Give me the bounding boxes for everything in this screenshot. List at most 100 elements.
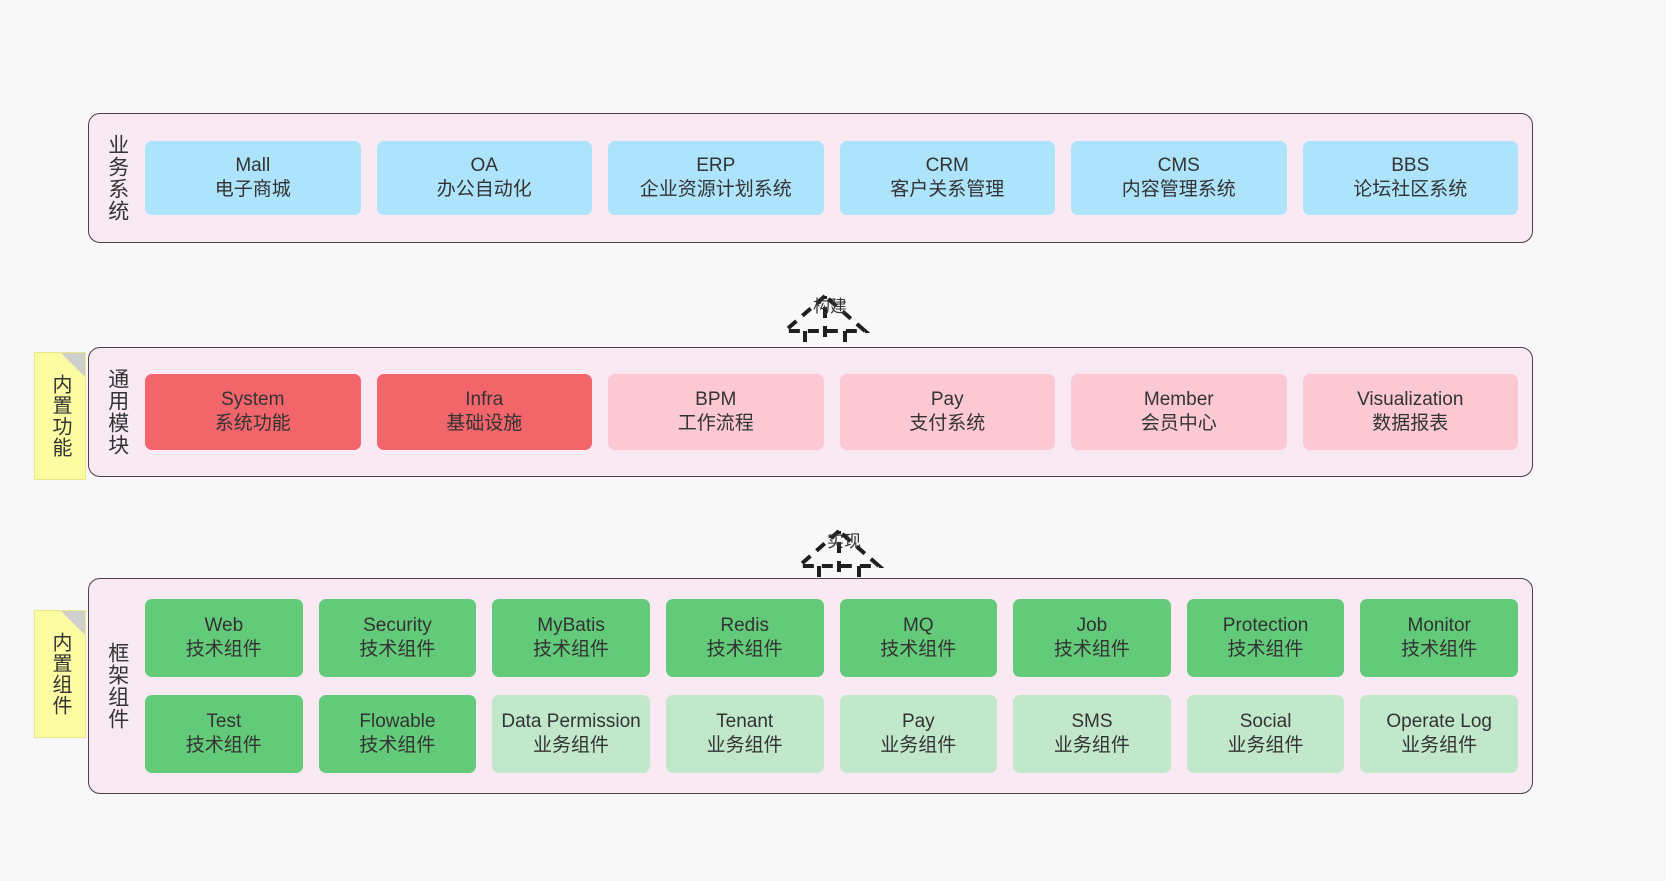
card-title-en: Social	[1239, 710, 1292, 732]
card-flowable[interactable]: Flowable 技术组件	[318, 695, 477, 773]
note-fold-icon	[61, 611, 85, 635]
card-title-en: Visualization	[1357, 388, 1464, 410]
card-title-en: Monitor	[1407, 614, 1471, 636]
card-system[interactable]: System 系统功能	[145, 374, 361, 450]
card-data-permission[interactable]: Data Permission 业务组件	[492, 695, 650, 773]
card-pay-module[interactable]: Pay 支付系统	[839, 374, 1055, 450]
card-title-en: BBS	[1391, 154, 1430, 176]
card-title-cn: 内容管理系统	[1121, 179, 1236, 200]
card-title-cn: 技术组件	[359, 639, 436, 660]
card-oa[interactable]: OA 办公自动化	[376, 141, 592, 215]
card-title-en: BPM	[695, 388, 737, 410]
connector-implement: 实现	[769, 491, 919, 586]
card-redis[interactable]: Redis 技术组件	[665, 599, 824, 677]
card-job[interactable]: Job 技术组件	[1013, 599, 1171, 677]
card-title-en: Protection	[1222, 614, 1309, 636]
card-security[interactable]: Security 技术组件	[318, 599, 477, 677]
note-builtin-functions: 内置功能	[34, 352, 86, 480]
layer-framework-components-body: Web 技术组件 Security 技术组件 MyBatis 技术组件 Redi…	[145, 579, 1532, 793]
card-title-cn: 客户关系管理	[890, 179, 1005, 200]
card-row: Mall 电子商城 OA 办公自动化 ERP 企业资源计划系统 CRM 客户关系…	[145, 141, 1518, 215]
card-title-en: Pay	[901, 710, 935, 732]
card-infra[interactable]: Infra 基础设施	[376, 374, 592, 450]
layer-common-modules-label: 通用模块	[105, 368, 129, 456]
card-title-cn: 数据报表	[1372, 413, 1449, 434]
note-builtin-components-label: 内置组件	[49, 632, 71, 716]
card-pay-component[interactable]: Pay 业务组件	[839, 695, 998, 773]
card-title-cn: 技术组件	[1401, 639, 1478, 660]
card-title-en: Pay	[930, 388, 964, 410]
connector-implement-glyph	[793, 528, 885, 586]
card-bbs[interactable]: BBS 论坛社区系统	[1302, 141, 1518, 215]
card-title-cn: 论坛社区系统	[1353, 179, 1468, 200]
layer-common-modules: 通用模块 System 系统功能 Infra 基础设施 BPM 工作流程 Pay…	[88, 347, 1533, 477]
card-monitor[interactable]: Monitor 技术组件	[1360, 599, 1518, 677]
card-title-cn: 系统功能	[214, 413, 291, 434]
layer-business-systems-label: 业务系统	[105, 134, 129, 222]
card-title-cn: 工作流程	[677, 413, 754, 434]
layer-common-modules-body: System 系统功能 Infra 基础设施 BPM 工作流程 Pay 支付系统…	[145, 348, 1532, 476]
card-title-en: Data Permission	[501, 710, 641, 732]
card-title-cn: 企业资源计划系统	[639, 179, 792, 200]
card-title-en: SMS	[1071, 710, 1113, 732]
card-title-cn: 基础设施	[446, 413, 523, 434]
card-title-en: Job	[1076, 614, 1108, 636]
card-tenant[interactable]: Tenant 业务组件	[665, 695, 824, 773]
card-crm[interactable]: CRM 客户关系管理	[839, 141, 1055, 215]
card-title-cn: 业务组件	[1227, 735, 1304, 756]
card-mq[interactable]: MQ 技术组件	[839, 599, 998, 677]
card-web[interactable]: Web 技术组件	[145, 599, 303, 677]
card-title-cn: 业务组件	[880, 735, 957, 756]
card-title-cn: 技术组件	[533, 639, 610, 660]
card-row: System 系统功能 Infra 基础设施 BPM 工作流程 Pay 支付系统…	[145, 374, 1518, 450]
card-title-en: System	[221, 388, 285, 410]
card-title-en: Test	[206, 710, 242, 732]
layer-framework-components: 框架组件 Web 技术组件 Security 技术组件 MyBatis 技术组件…	[88, 578, 1533, 794]
card-title-cn: 技术组件	[706, 639, 783, 660]
card-title-cn: 技术组件	[1227, 639, 1304, 660]
connector-build: 构建	[755, 256, 905, 351]
connector-build-label: 构建	[813, 297, 847, 316]
card-title-cn: 业务组件	[1401, 735, 1478, 756]
card-row: Web 技术组件 Security 技术组件 MyBatis 技术组件 Redi…	[145, 599, 1518, 677]
card-title-cn: 业务组件	[533, 735, 610, 756]
card-title-en: CRM	[925, 154, 969, 176]
card-social[interactable]: Social 业务组件	[1186, 695, 1345, 773]
card-member[interactable]: Member 会员中心	[1071, 374, 1287, 450]
card-bpm[interactable]: BPM 工作流程	[608, 374, 824, 450]
card-title-en: Security	[363, 614, 432, 636]
card-protection[interactable]: Protection 技术组件	[1186, 599, 1345, 677]
card-title-en: Member	[1143, 388, 1214, 410]
card-title-cn: 办公自动化	[436, 179, 532, 200]
card-title-cn: 电子商城	[214, 179, 291, 200]
card-mybatis[interactable]: MyBatis 技术组件	[492, 599, 650, 677]
card-title-en: Flowable	[359, 710, 436, 732]
card-title-cn: 会员中心	[1140, 413, 1217, 434]
card-title-cn: 支付系统	[909, 413, 986, 434]
card-title-cn: 技术组件	[185, 639, 262, 660]
card-title-en: OA	[470, 154, 498, 176]
card-row: Test 技术组件 Flowable 技术组件 Data Permission …	[145, 695, 1518, 773]
card-title-cn: 技术组件	[359, 735, 436, 756]
connector-build-glyph	[779, 293, 871, 351]
card-sms[interactable]: SMS 业务组件	[1013, 695, 1171, 773]
card-mall[interactable]: Mall 电子商城	[145, 141, 361, 215]
layer-business-systems-body: Mall 电子商城 OA 办公自动化 ERP 企业资源计划系统 CRM 客户关系…	[145, 114, 1532, 242]
note-builtin-components: 内置组件	[34, 610, 86, 738]
layer-business-systems: 业务系统 Mall 电子商城 OA 办公自动化 ERP 企业资源计划系统 CRM…	[88, 113, 1533, 243]
card-title-en: Web	[204, 614, 244, 636]
card-title-en: Operate Log	[1386, 710, 1492, 732]
layer-framework-components-label: 框架组件	[105, 642, 129, 730]
card-title-cn: 技术组件	[880, 639, 957, 660]
card-cms[interactable]: CMS 内容管理系统	[1071, 141, 1287, 215]
card-operate-log[interactable]: Operate Log 业务组件	[1360, 695, 1518, 773]
card-test[interactable]: Test 技术组件	[145, 695, 303, 773]
card-title-en: Redis	[720, 614, 769, 636]
card-erp[interactable]: ERP 企业资源计划系统	[608, 141, 824, 215]
card-title-en: ERP	[696, 154, 736, 176]
card-title-cn: 业务组件	[706, 735, 783, 756]
card-visualization[interactable]: Visualization 数据报表	[1302, 374, 1518, 450]
note-fold-icon	[61, 353, 85, 377]
card-title-en: MQ	[903, 614, 934, 636]
card-title-cn: 业务组件	[1053, 735, 1130, 756]
